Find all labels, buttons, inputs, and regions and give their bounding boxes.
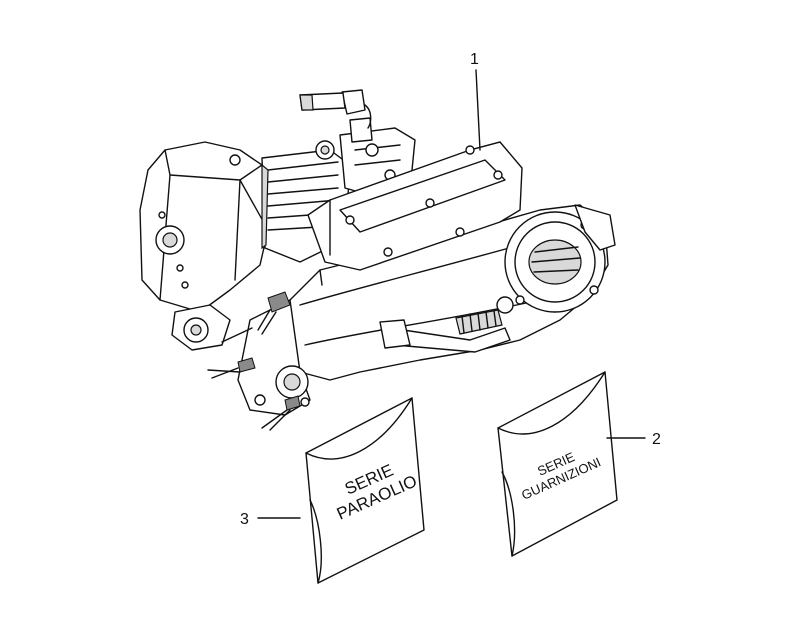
callout-3: 3	[240, 511, 301, 528]
engine-assembly-drawing[interactable]	[139, 89, 616, 431]
crankcase	[237, 299, 311, 416]
callout-2: 2	[606, 431, 661, 448]
gearbox-housing	[139, 141, 269, 313]
callout-number-1: 1	[470, 51, 479, 68]
callout-1: 1	[470, 51, 481, 151]
gasket-kit-envelope[interactable]: SERIE GUARNIZIONI	[497, 371, 618, 557]
callout-number-3: 3	[240, 511, 249, 528]
oil-seal-kit-envelope[interactable]: SERIE PARAOLIO	[305, 397, 425, 584]
mount-boss	[171, 304, 231, 351]
callout-number-2: 2	[652, 431, 661, 448]
clutch-cover	[504, 204, 616, 313]
wiring-connectors	[207, 269, 323, 431]
air-filter-cover	[307, 141, 523, 271]
cylinder-fins	[261, 140, 351, 263]
kick-start-lever	[379, 296, 514, 353]
